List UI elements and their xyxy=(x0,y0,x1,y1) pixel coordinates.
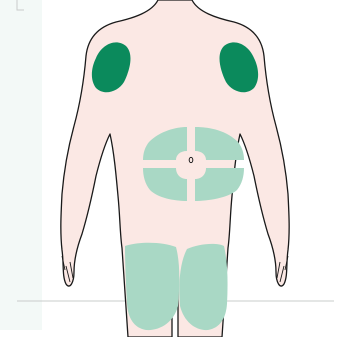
injection-site-left-thigh[interactable] xyxy=(125,243,179,330)
injection-site-right-thigh[interactable] xyxy=(179,244,227,330)
side-panel xyxy=(0,0,42,330)
navel-marker xyxy=(183,152,199,168)
